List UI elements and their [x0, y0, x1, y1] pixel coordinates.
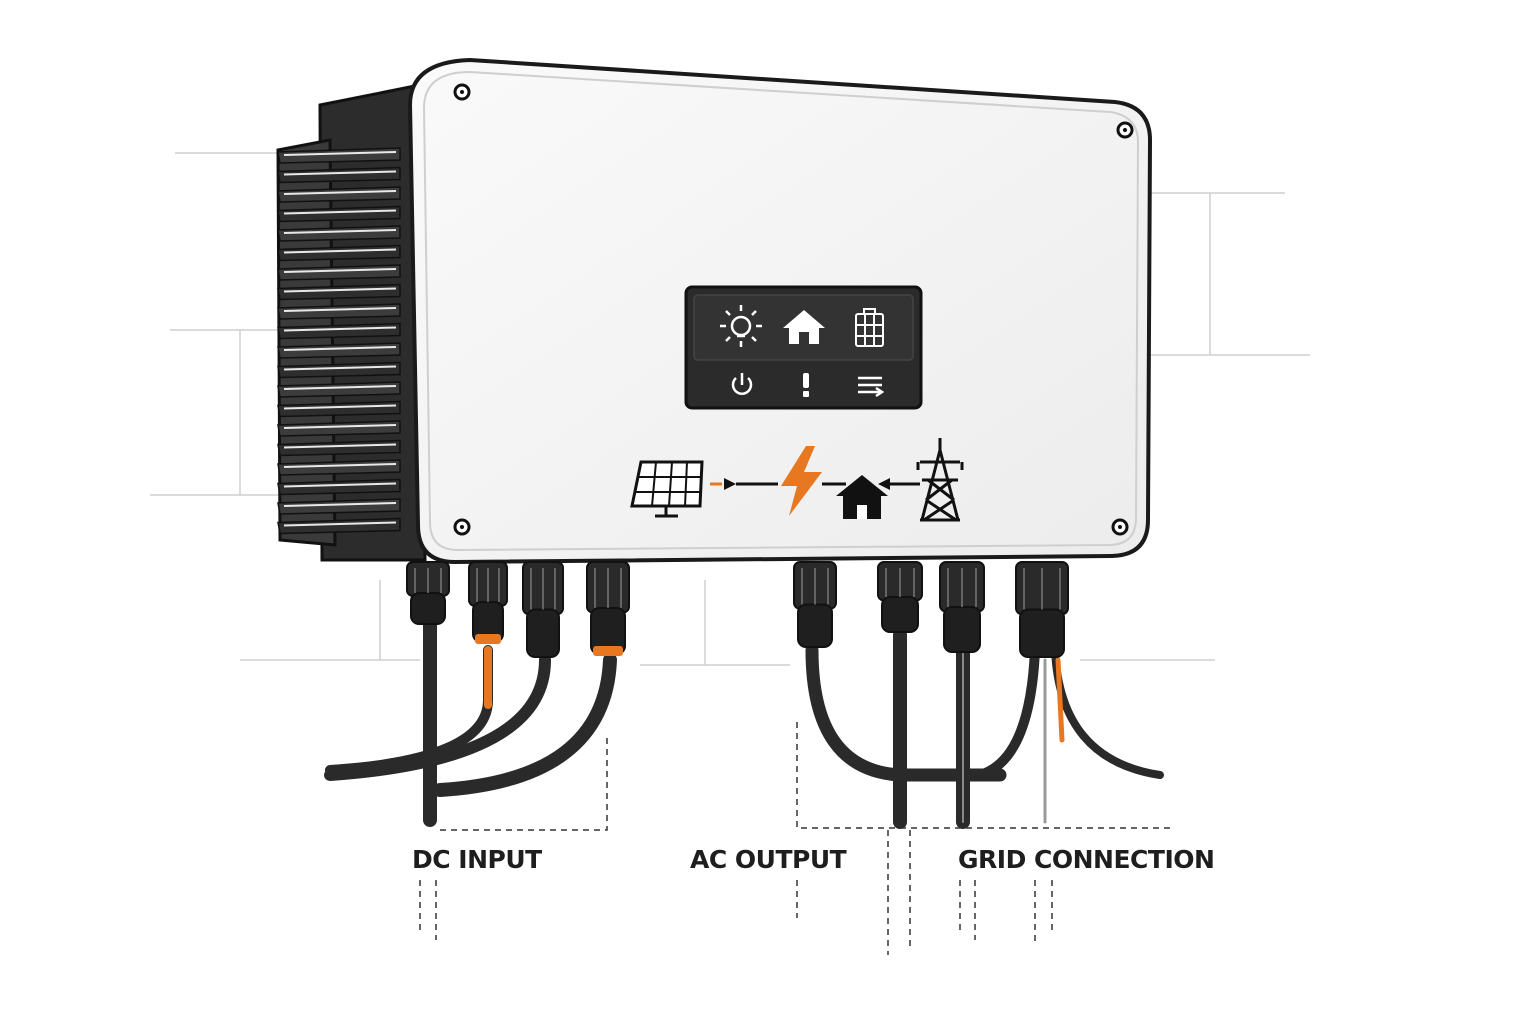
- solar-panel-icon: [630, 460, 704, 518]
- heatsink-fin-highlight: [283, 151, 397, 156]
- heatsink-fin-highlight: [283, 209, 397, 215]
- cable-gland: [939, 561, 985, 653]
- transmission-tower-icon: [916, 438, 964, 522]
- heatsink-fin-highlight: [283, 385, 397, 390]
- screw-bottom-right: [1111, 518, 1129, 536]
- heatsink-fin-highlight: [283, 307, 397, 312]
- menu-icon[interactable]: [858, 376, 885, 398]
- lightning-icon: [781, 446, 822, 516]
- heatsink-fin-highlight: [283, 268, 397, 273]
- cable-glands: [406, 561, 1069, 658]
- leader-lines: [419, 722, 1175, 955]
- heatsink-fin-highlight: [283, 170, 397, 176]
- heatsink-fin-highlight: [283, 463, 397, 468]
- wall-lines: [150, 152, 1310, 666]
- heatsink-fin-highlight: [283, 287, 397, 293]
- heatsink-fin-highlight: [283, 365, 397, 371]
- heatsink-fin-highlight: [283, 326, 397, 332]
- cable-gland: [793, 561, 837, 648]
- cables: [324, 613, 1164, 829]
- heatsink-fin-highlight: [283, 404, 397, 410]
- heatsink-fin-highlight: [283, 424, 397, 429]
- screw-bottom-left: [453, 518, 471, 536]
- screw-top-right: [1116, 121, 1134, 139]
- cable-gland: [586, 561, 630, 656]
- screw-top-left: [453, 83, 471, 101]
- cable-gland: [406, 561, 450, 625]
- heatsink-fin-highlight: [283, 229, 397, 234]
- cable-gland: [877, 561, 923, 633]
- power-icon[interactable]: [731, 373, 753, 395]
- ac-output-label: AC OUTPUT: [690, 845, 847, 874]
- alert-icon[interactable]: [803, 373, 809, 397]
- cable-gland: [468, 561, 508, 644]
- display-panel: [684, 285, 923, 410]
- heatsink-fin-highlight: [283, 443, 397, 449]
- energy-flow: [630, 438, 964, 522]
- cable-gland: [1015, 561, 1069, 658]
- cable-gland: [522, 561, 564, 658]
- heatsink-fin-highlight: [283, 521, 397, 527]
- heatsink-fin-highlight: [283, 346, 397, 351]
- dc-input-label: DC INPUT: [412, 845, 542, 874]
- battery-icon: [855, 308, 884, 347]
- house-icon: [783, 310, 825, 344]
- grid-connection-label: GRID CONNECTION: [958, 845, 1214, 874]
- sun-bulb-icon: [720, 305, 762, 347]
- heatsink-fin-highlight: [283, 190, 397, 195]
- heatsink-fin-highlight: [283, 248, 397, 254]
- heatsink: [276, 83, 427, 562]
- heatsink-fin-highlight: [283, 482, 397, 488]
- house-flow-icon: [836, 475, 888, 519]
- heatsink-fins: [277, 147, 401, 535]
- heatsink-fin-highlight: [283, 502, 397, 507]
